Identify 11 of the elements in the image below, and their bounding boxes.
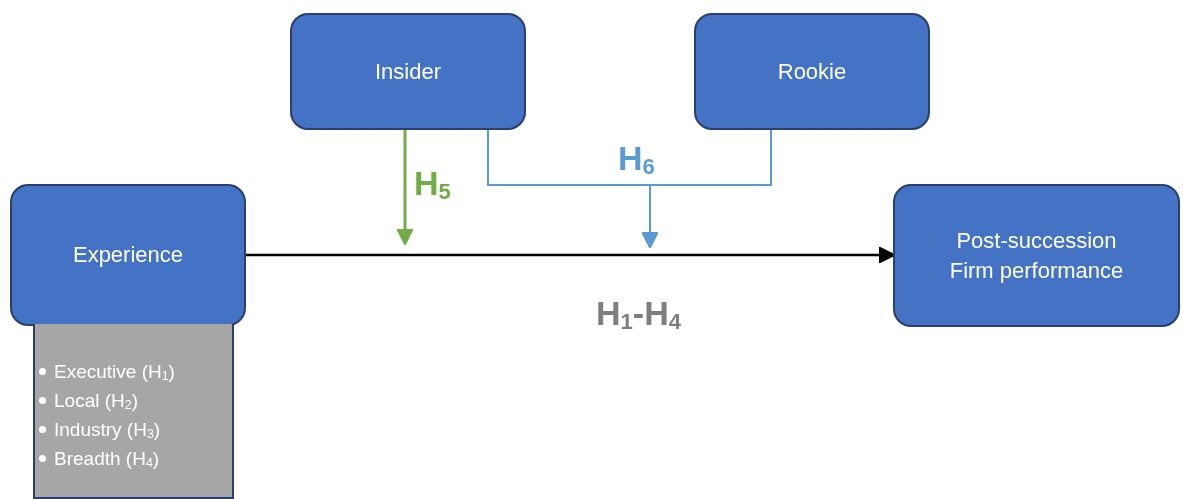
rounded-box: Rookie — [694, 13, 930, 130]
rounded-box: Insider — [290, 13, 526, 130]
list-item: Industry (H$_{3}$) — [54, 419, 161, 440]
list-box — [33, 324, 234, 499]
arrow — [641, 129, 772, 249]
rounded-box: Post-succession Firm performance — [893, 184, 1180, 327]
list-item: Executive (H$_{1}$) — [54, 361, 175, 382]
list-item: Local (H$_{2}$) — [54, 390, 138, 411]
arrow — [396, 130, 414, 246]
rounded-box: Experience — [10, 184, 246, 326]
list-item: Breadth (H$_{4}$) — [54, 448, 160, 469]
